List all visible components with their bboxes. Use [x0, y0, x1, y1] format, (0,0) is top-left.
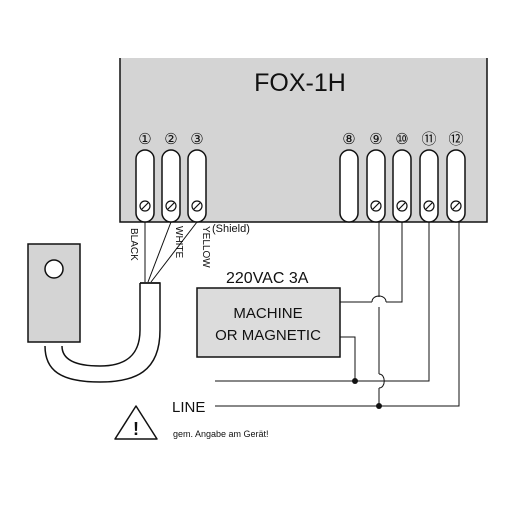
- line-label: LINE: [172, 399, 205, 416]
- shield-label: (Shield): [212, 223, 250, 235]
- screw-icon: [191, 200, 203, 212]
- screw-icon: [165, 200, 177, 212]
- warning-note: gem. Angabe am Gerät!: [173, 429, 269, 439]
- terminal-number-1: ①: [138, 131, 151, 148]
- wire-line-1: [215, 222, 430, 382]
- sensor-mount-hole: [44, 259, 64, 279]
- terminal-number-12: ⑫: [448, 131, 463, 148]
- terminal-numbers: ① ② ③ ⑧ ⑨ ⑩ ⑪ ⑫: [138, 131, 463, 148]
- terminal-number-8: ⑧: [342, 131, 355, 148]
- sensor-cable: [44, 282, 161, 383]
- yellow-wire: [150, 221, 198, 283]
- sensor-bracket: [27, 243, 81, 343]
- sensor-cable-inner: [61, 283, 141, 367]
- white-wire-label: WHITE: [173, 226, 184, 259]
- screw-icon: [370, 200, 382, 212]
- load-label-line1: MACHINE: [233, 305, 302, 322]
- load-rating: 220VAC 3A: [226, 270, 309, 287]
- terminal-number-9: ⑨: [369, 131, 382, 148]
- load-label-line2: OR MAGNETIC: [215, 327, 321, 344]
- screw-icon: [423, 200, 435, 212]
- junction-dot: [376, 403, 382, 409]
- warning-symbol: !: [133, 419, 139, 439]
- warning-triangle-icon: [114, 405, 158, 440]
- terminal-slot-8: [339, 149, 359, 223]
- device-title: FOX-1H: [254, 69, 346, 97]
- junction-dot: [352, 378, 358, 384]
- wire-load-return: [340, 336, 356, 381]
- terminal-number-10: ⑩: [395, 131, 408, 148]
- black-wire-label: BLACK: [128, 228, 139, 261]
- load-box: [196, 287, 341, 358]
- screw-icon: [396, 200, 408, 212]
- terminal-number-2: ②: [164, 131, 177, 148]
- screw-icon: [139, 200, 151, 212]
- wire-terminal-10: [386, 222, 403, 303]
- white-wire: [147, 221, 172, 283]
- terminal-number-3: ③: [190, 131, 203, 148]
- terminal-number-11: ⑪: [421, 131, 436, 148]
- screw-icon: [450, 200, 462, 212]
- wire-line-2: [215, 222, 460, 407]
- yellow-wire-label: YELLOW: [200, 226, 211, 268]
